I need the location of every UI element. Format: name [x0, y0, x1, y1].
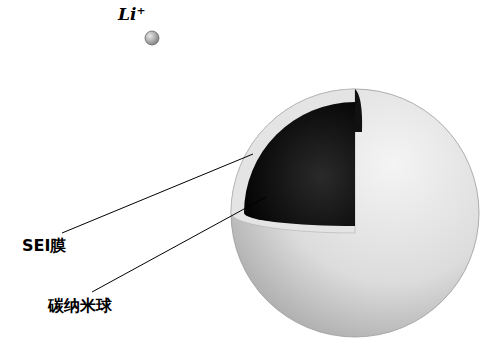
part-label: 碳纳米球 — [48, 296, 112, 315]
ion-label: Li⁺ — [118, 4, 145, 24]
sphere-body — [231, 89, 479, 337]
part-label: SEI膜 — [22, 236, 66, 255]
leader-line — [92, 197, 266, 292]
shell-cut-face — [231, 89, 355, 233]
lithium-ion — [145, 31, 159, 45]
carbon-core — [244, 102, 355, 226]
leader-line — [62, 154, 253, 233]
cut-edge-shadow — [355, 89, 362, 132]
